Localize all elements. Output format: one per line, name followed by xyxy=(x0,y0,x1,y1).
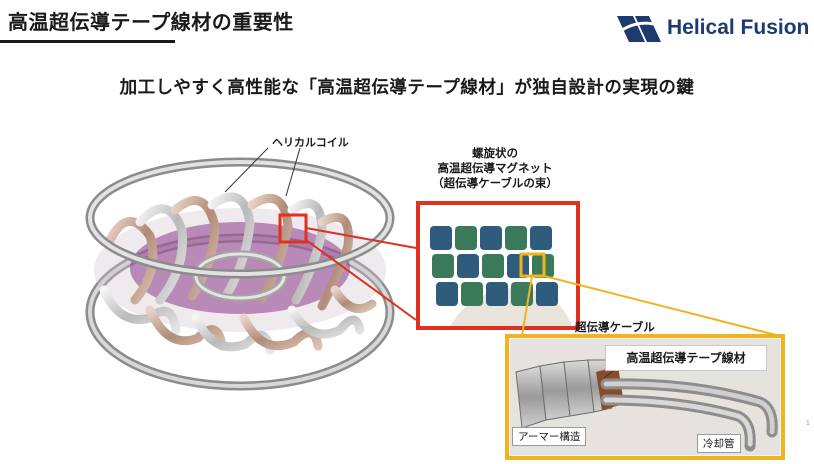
cooling-pipes xyxy=(600,378,778,452)
tape-wire-label: 高温超伝導テープ線材 xyxy=(605,345,767,371)
brand-logo: Helical Fusion xyxy=(615,12,810,46)
cable-label: 超伝導ケーブル xyxy=(575,320,655,334)
page-number: 1 xyxy=(806,420,810,427)
red-connector-bottom xyxy=(305,239,417,321)
red-connector-top xyxy=(305,227,417,249)
helical-fusion-logo-icon xyxy=(617,16,662,42)
magnet-label-line-1: 螺旋状の xyxy=(472,146,518,160)
gold-connector-left xyxy=(521,275,533,337)
cable-highlight-box xyxy=(519,252,546,278)
page-title: 高温超伝導テープ線材の重要性 xyxy=(8,10,294,34)
title-underline xyxy=(0,40,175,43)
magnet-label-line-3: （超伝導ケーブルの束） xyxy=(432,176,558,190)
cable-bundle-grid xyxy=(430,226,558,306)
helical-coil-label: ヘリカルコイル xyxy=(272,136,349,149)
magnet-label-line-2: 高温超伝導マグネット xyxy=(437,161,553,175)
cooling-pipe-label: 冷却管 xyxy=(697,434,741,453)
armor-structure-label: アーマー構造 xyxy=(512,427,587,446)
magnet-label: 螺旋状の 高温超伝導マグネット （超伝導ケーブルの束） xyxy=(400,146,590,191)
logo-text: Helical Fusion xyxy=(667,16,810,39)
helical-device-illustration xyxy=(85,157,395,391)
coil-leader-line-2 xyxy=(285,147,301,197)
coil-leader-line-1 xyxy=(224,147,269,193)
magnet-panel xyxy=(416,201,580,330)
gold-connector-right xyxy=(543,275,781,337)
slide-subtitle: 加工しやすく高性能な「高温超伝導テープ線材」が独自設計の実現の鍵 xyxy=(119,78,695,98)
